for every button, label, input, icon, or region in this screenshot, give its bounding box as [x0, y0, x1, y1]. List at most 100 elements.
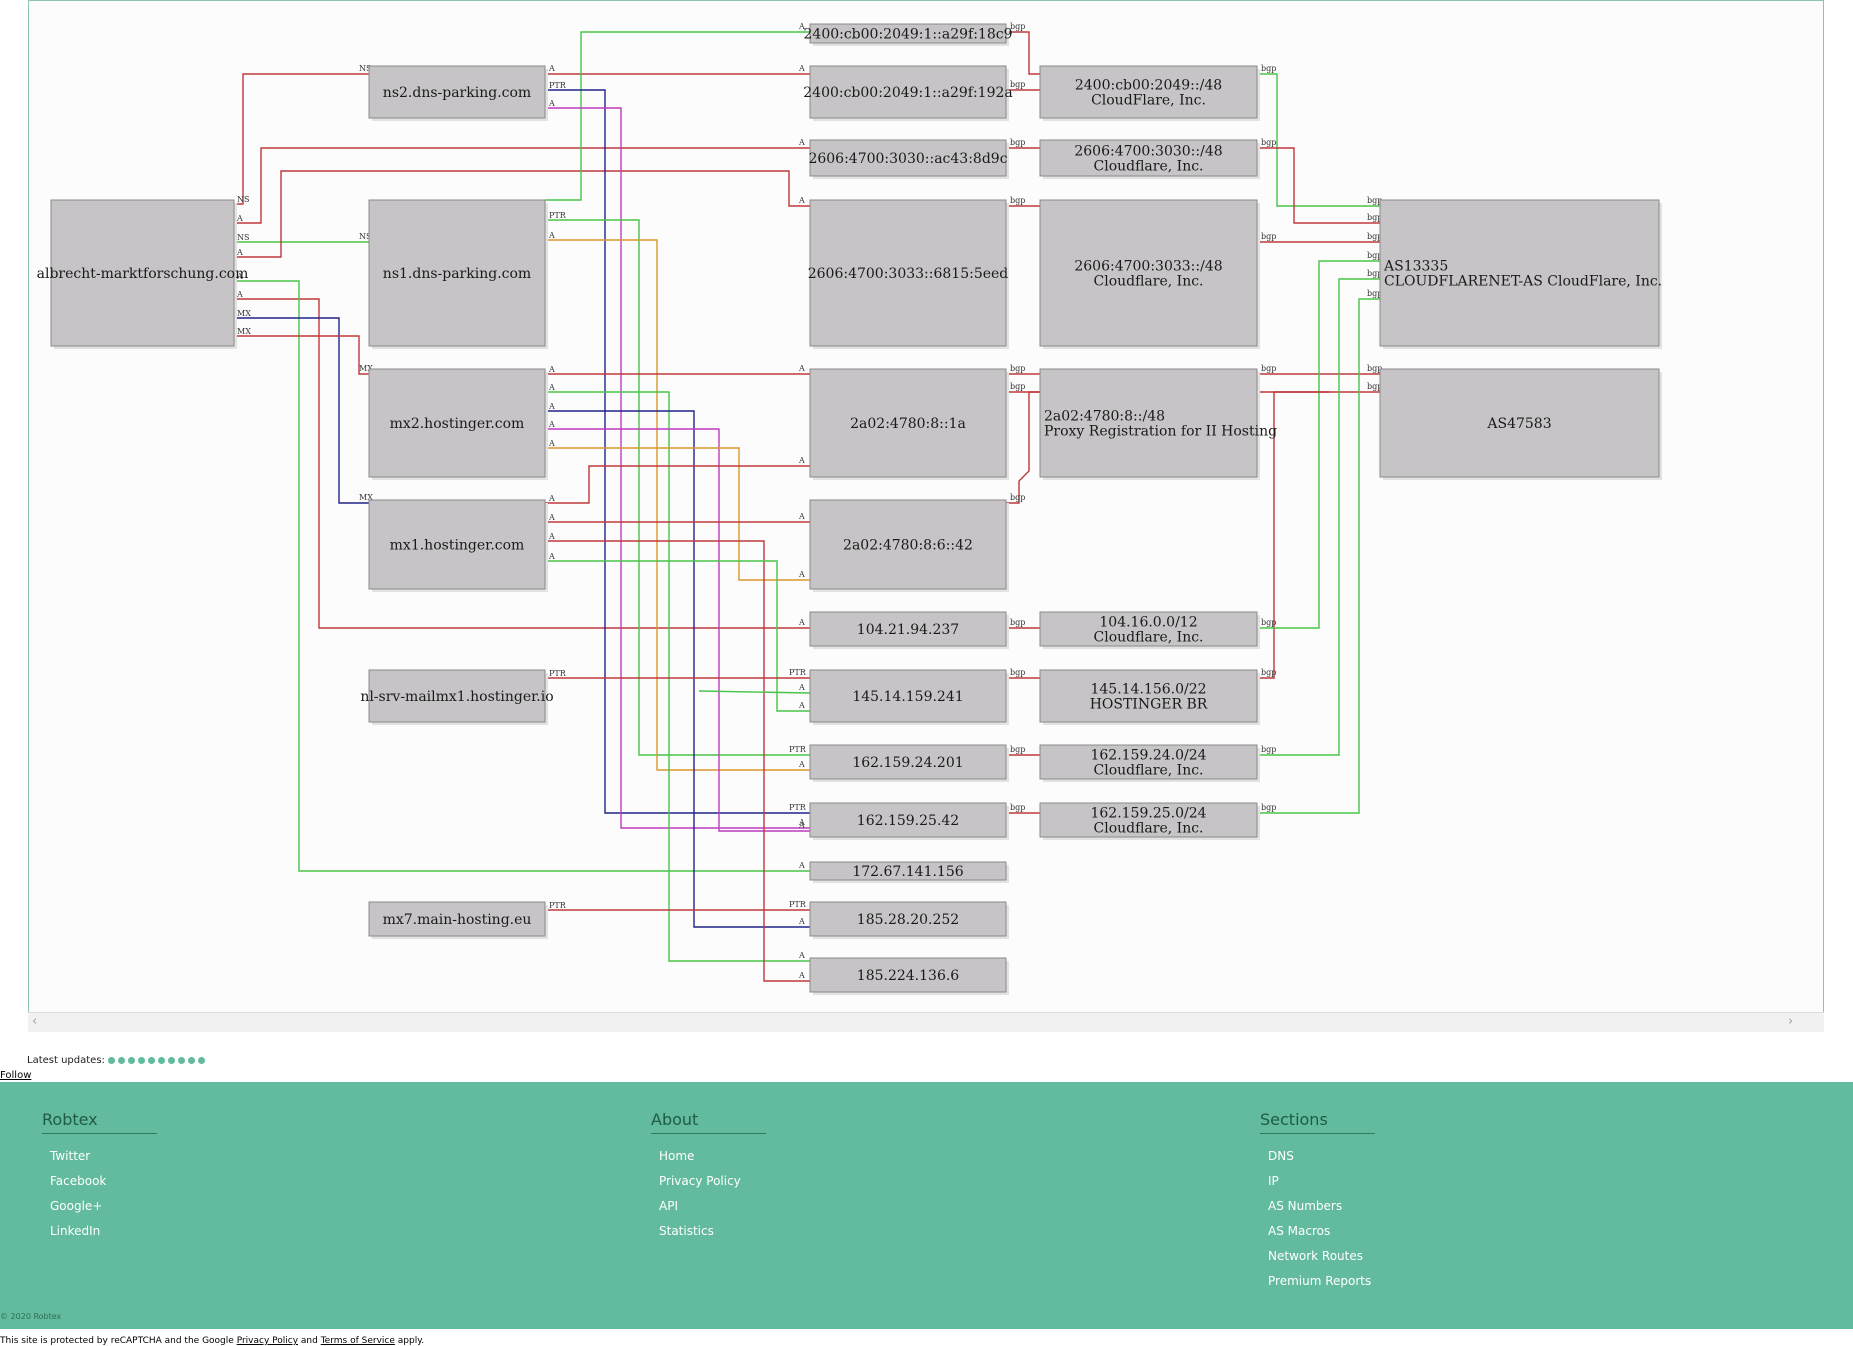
google-terms-link[interactable]: Terms of Service	[320, 1336, 395, 1346]
node-box[interactable]	[809, 368, 1007, 478]
scroll-left-icon[interactable]: ‹	[32, 1014, 38, 1029]
node-box[interactable]	[809, 669, 1007, 723]
node-box[interactable]	[1039, 368, 1258, 478]
node-ip-7[interactable]: 185.224.136.6	[809, 957, 1009, 995]
node-ip6-d[interactable]: 2606:4700:3033::6815:5eed	[808, 199, 1009, 349]
edge-label-ptr: PTR	[549, 81, 567, 90]
node-ip-4[interactable]: 162.159.25.42	[809, 802, 1009, 840]
update-dot-icon[interactable]	[177, 1057, 185, 1064]
update-dot-icon[interactable]	[197, 1057, 205, 1064]
node-ip6-e[interactable]: 2a02:4780:8::1a	[809, 368, 1009, 480]
update-dot-icon[interactable]	[107, 1057, 115, 1064]
node-box[interactable]	[1379, 368, 1660, 478]
node-ip6-f[interactable]: 2a02:4780:8:6::42	[809, 499, 1009, 592]
node-box[interactable]	[368, 199, 546, 347]
node-ns2[interactable]: ns2.dns-parking.com	[368, 65, 548, 121]
node-domain[interactable]: albrecht-marktforschung.com	[37, 199, 249, 349]
node-box[interactable]	[1379, 199, 1660, 347]
edge-label-bgp: bgp	[1010, 364, 1025, 373]
node-box[interactable]	[368, 669, 546, 723]
follow-link[interactable]: Follow	[0, 1070, 32, 1081]
footer-link-statistics[interactable]: Statistics	[659, 1224, 714, 1238]
node-ip6-a[interactable]: 2400:cb00:2049:1::a29f:18c9	[804, 23, 1013, 46]
node-box[interactable]	[1039, 669, 1258, 723]
dns-graph[interactable]: NSNSAAAAMXMXAAPTRAPTRAAAAAAAAAAPTRAPTRbg…	[29, 1, 1824, 1013]
update-dot-icon[interactable]	[137, 1057, 145, 1064]
update-dot-icon[interactable]	[157, 1057, 165, 1064]
node-label: 2a02:4780:8::1a	[850, 416, 966, 432]
node-box[interactable]	[1039, 802, 1258, 838]
node-box[interactable]	[1039, 199, 1258, 347]
google-privacy-link[interactable]: Privacy Policy	[236, 1336, 299, 1346]
node-box[interactable]	[1039, 611, 1258, 647]
node-box[interactable]	[809, 957, 1007, 993]
scroll-right-icon[interactable]: ›	[1788, 1014, 1794, 1029]
node-ip-3[interactable]: 162.159.24.201	[809, 744, 1009, 782]
footer-link-home[interactable]: Home	[659, 1149, 695, 1163]
node-ip-6[interactable]: 185.28.20.252	[809, 901, 1009, 939]
node-label: Cloudflare, Inc.	[1094, 630, 1204, 646]
footer-link-as-macros[interactable]: AS Macros	[1268, 1224, 1331, 1238]
node-nlsrv[interactable]: nl-srv-mailmx1.hostinger.io	[360, 669, 554, 725]
node-ip6-b[interactable]: 2400:cb00:2049:1::a29f:192a	[803, 65, 1013, 121]
footer-link-premium-reports[interactable]: Premium Reports	[1268, 1274, 1372, 1288]
node-mx2[interactable]: mx2.hostinger.com	[368, 368, 548, 480]
node-box[interactable]	[809, 23, 1007, 44]
update-dot-icon[interactable]	[147, 1057, 155, 1064]
node-box[interactable]	[809, 499, 1007, 590]
footer-link-api[interactable]: API	[659, 1199, 678, 1213]
footer-link-googleplus[interactable]: Google+	[50, 1199, 103, 1213]
node-ip-2[interactable]: 145.14.159.241	[809, 669, 1009, 725]
node-mx1[interactable]: mx1.hostinger.com	[368, 499, 548, 592]
node-label: 2400:cb00:2049:1::a29f:192a	[803, 85, 1013, 101]
node-box[interactable]	[368, 499, 546, 590]
footer-link-ip[interactable]: IP	[1268, 1174, 1279, 1188]
footer-link-dns[interactable]: DNS	[1268, 1149, 1294, 1163]
node-ip-1[interactable]: 104.21.94.237	[809, 611, 1009, 649]
footer-link-linkedin[interactable]: LinkedIn	[50, 1224, 101, 1238]
footer-link-network-routes[interactable]: Network Routes	[1268, 1249, 1364, 1263]
node-ip-5[interactable]: 172.67.141.156	[809, 861, 1009, 883]
node-box[interactable]	[809, 139, 1007, 177]
node-ip6-c[interactable]: 2606:4700:3030::ac43:8d9c	[808, 139, 1009, 179]
node-box[interactable]	[809, 611, 1007, 647]
node-mx7[interactable]: mx7.main-hosting.eu	[368, 901, 548, 939]
edge-label-mx: MX	[359, 493, 373, 502]
node-box[interactable]	[368, 368, 546, 478]
horizontal-scrollbar[interactable]: ‹ ›	[28, 1012, 1824, 1032]
node-box[interactable]	[809, 744, 1007, 780]
node-as-2[interactable]: AS47583	[1379, 368, 1662, 480]
footer-link-as-numbers[interactable]: AS Numbers	[1268, 1199, 1343, 1213]
update-dot-icon[interactable]	[117, 1057, 125, 1064]
node-box[interactable]	[809, 199, 1007, 347]
node-box[interactable]	[809, 65, 1007, 119]
update-dot-icon[interactable]	[127, 1057, 135, 1064]
footer-link-twitter[interactable]: Twitter	[50, 1149, 91, 1163]
node-ns1[interactable]: ns1.dns-parking.com	[368, 199, 548, 349]
node-box[interactable]	[1039, 744, 1258, 780]
footer-link-facebook[interactable]: Facebook	[50, 1174, 107, 1188]
node-box[interactable]	[1039, 65, 1258, 119]
footer-link-privacy-policy[interactable]: Privacy Policy	[659, 1174, 741, 1188]
node-box[interactable]	[368, 901, 546, 937]
node-box[interactable]	[1039, 139, 1258, 177]
update-dot-icon[interactable]	[167, 1057, 175, 1064]
update-dot-icon[interactable]	[187, 1057, 195, 1064]
node-box[interactable]	[809, 861, 1007, 881]
node-box[interactable]	[368, 65, 546, 119]
edge-label-bgp: bgp	[1367, 382, 1382, 391]
scroll-down-icon[interactable]: ⌄	[1822, 993, 1823, 1007]
node-box[interactable]	[809, 802, 1007, 838]
node-box[interactable]	[50, 199, 235, 347]
node-box[interactable]	[809, 901, 1007, 937]
